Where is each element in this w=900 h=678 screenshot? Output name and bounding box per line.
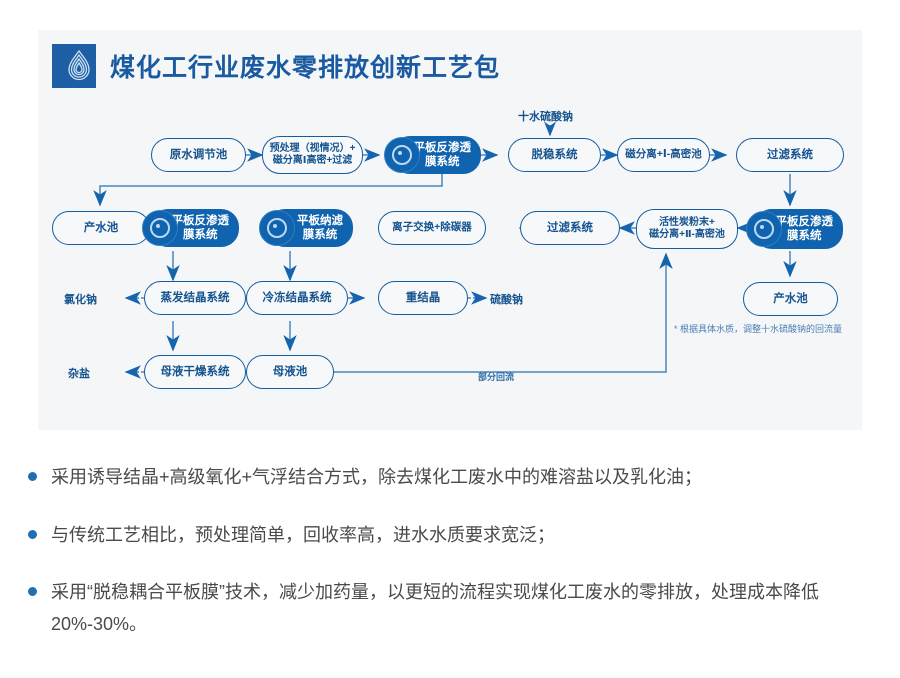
bullet-dot-icon bbox=[28, 472, 37, 481]
node-destabilization[interactable]: 脱稳系统 bbox=[508, 138, 601, 172]
node-flat-ro-membrane-1[interactable]: 平板反渗透 膜系统 bbox=[384, 136, 481, 174]
membrane-icon bbox=[142, 210, 178, 246]
node-label: 磁分离+Ⅰ-高密池 bbox=[625, 148, 702, 161]
node-filtration-2[interactable]: 过滤系统 bbox=[520, 211, 620, 245]
node-recrystallization[interactable]: 重结晶 bbox=[378, 281, 468, 315]
label-product-mixed-salt: 杂盐 bbox=[68, 368, 90, 380]
node-label: 产水池 bbox=[83, 221, 119, 234]
node-label: 脱稳系统 bbox=[531, 148, 578, 161]
water-drop-rings-logo-icon bbox=[52, 44, 96, 88]
node-label-line1: 平板反渗透 bbox=[171, 214, 230, 227]
node-mother-liquor-tank[interactable]: 母液池 bbox=[246, 355, 334, 389]
list-item: 采用“脱稳耦合平板膜”技术，减少加药量，以更短的流程实现煤化工废水的零排放，处理… bbox=[28, 577, 878, 640]
node-magnetic-separation-1[interactable]: 磁分离+Ⅰ-高密池 bbox=[617, 138, 710, 172]
node-evaporation-crystallizer[interactable]: 蒸发结晶系统 bbox=[144, 281, 246, 315]
node-pretreatment[interactable]: 预处理（视情况）+ 磁分离Ⅰ高密+过滤 bbox=[262, 136, 363, 174]
node-product-water-tank-left[interactable]: 产水池 bbox=[52, 211, 150, 245]
membrane-icon bbox=[259, 210, 295, 246]
node-label: 冷冻结晶系统 bbox=[262, 291, 332, 304]
node-label-line1: 活性炭粉末+ bbox=[659, 216, 715, 228]
node-label: 母液池 bbox=[272, 365, 308, 378]
node-label-line2: 膜系统 bbox=[787, 230, 822, 242]
membrane-icon bbox=[384, 137, 420, 173]
bullet-text: 采用“脱稳耦合平板膜”技术，减少加药量，以更短的流程实现煤化工废水的零排放，处理… bbox=[51, 582, 819, 634]
label-product-nacl: 氯化钠 bbox=[64, 294, 97, 306]
node-label: 过滤系统 bbox=[767, 148, 813, 161]
feature-bullet-list: 采用诱导结晶+高级氧化+气浮结合方式，除去煤化工废水中的难溶盐以及乳化油； 与传… bbox=[28, 462, 878, 666]
node-raw-water-tank[interactable]: 原水调节池 bbox=[151, 138, 246, 172]
node-label: 母液干燥系统 bbox=[160, 365, 230, 378]
footnote-text: * 根据具体水质，调整十水硫酸钠的回流量 bbox=[674, 324, 843, 334]
list-item: 采用诱导结晶+高级氧化+气浮结合方式，除去煤化工废水中的难溶盐以及乳化油； bbox=[28, 462, 878, 494]
node-label: 原水调节池 bbox=[169, 148, 228, 161]
node-label: 离子交换+除碳器 bbox=[392, 221, 472, 234]
node-label-line1: 预处理（视情况）+ bbox=[269, 142, 356, 154]
diagram-card: 煤化工行业废水零排放创新工艺包 bbox=[38, 30, 862, 430]
node-label: 过滤系统 bbox=[547, 221, 593, 234]
node-product-water-tank-right[interactable]: 产水池 bbox=[743, 282, 838, 316]
node-mother-liquor-dryer[interactable]: 母液干燥系统 bbox=[144, 355, 246, 389]
node-freeze-crystallizer[interactable]: 冷冻结晶系统 bbox=[246, 281, 348, 315]
bullet-dot-icon bbox=[28, 587, 37, 596]
node-flat-ro-membrane-3[interactable]: 平板反渗透 膜系统 bbox=[746, 209, 843, 249]
node-label-line1: 平板纳滤 bbox=[297, 214, 343, 227]
list-item: 与传统工艺相比，预处理简单，回收率高，进水水质要求宽泛； bbox=[28, 520, 878, 552]
node-label-line2: 膜系统 bbox=[183, 229, 218, 241]
node-label-line2: 磁分离+Ⅱ-高密池 bbox=[649, 229, 725, 240]
bullet-text: 与传统工艺相比，预处理简单，回收率高，进水水质要求宽泛； bbox=[51, 524, 555, 545]
membrane-icon bbox=[746, 211, 782, 247]
header: 煤化工行业废水零排放创新工艺包 bbox=[52, 44, 500, 88]
node-label-line2: 膜系统 bbox=[425, 156, 460, 168]
node-flat-nf-membrane[interactable]: 平板纳滤 膜系统 bbox=[259, 209, 353, 247]
node-label-line1: 平板反渗透 bbox=[413, 141, 472, 154]
node-filtration-1[interactable]: 过滤系统 bbox=[736, 138, 844, 172]
label-input-chemical: 十水硫酸钠 bbox=[518, 111, 573, 123]
node-label-line2: 膜系统 bbox=[302, 229, 338, 241]
node-label: 蒸发结晶系统 bbox=[160, 291, 230, 304]
node-label-line2: 磁分离Ⅰ高密+过滤 bbox=[272, 155, 353, 166]
bullet-text: 采用诱导结晶+高级氧化+气浮结合方式，除去煤化工废水中的难溶盐以及乳化油； bbox=[51, 467, 703, 487]
bullet-dot-icon bbox=[28, 529, 37, 539]
label-product-na2so4: 硫酸钠 bbox=[490, 294, 523, 306]
node-label: 重结晶 bbox=[405, 291, 441, 304]
node-ion-exchange-decarbonator[interactable]: 离子交换+除碳器 bbox=[378, 211, 486, 245]
label-partial-reflux: 部分回流 bbox=[478, 372, 515, 382]
node-flat-ro-membrane-2[interactable]: 平板反渗透 膜系统 bbox=[142, 209, 239, 247]
node-label: 产水池 bbox=[773, 292, 808, 305]
page-title: 煤化工行业废水零排放创新工艺包 bbox=[110, 54, 501, 82]
node-label-line1: 平板反渗透 bbox=[775, 215, 834, 228]
node-activated-carbon-magnetic-2[interactable]: 活性炭粉末+ 磁分离+Ⅱ-高密池 bbox=[636, 209, 738, 249]
